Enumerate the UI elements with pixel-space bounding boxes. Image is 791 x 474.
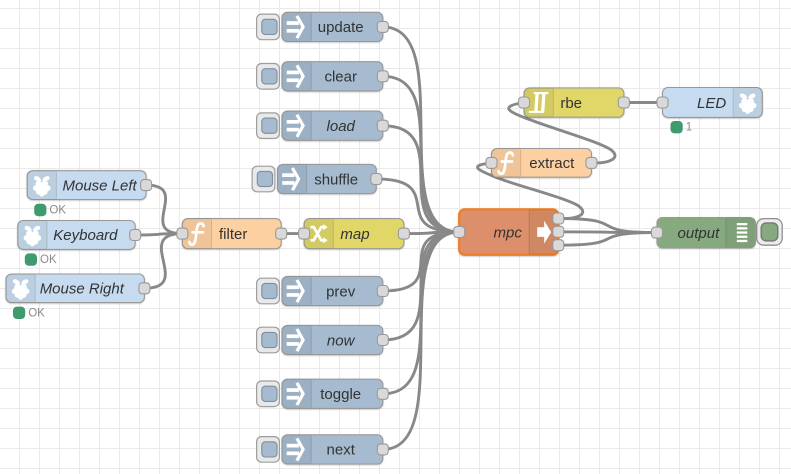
svg-text:Mouse Right: Mouse Right [40, 281, 125, 298]
svg-text:next: next [327, 442, 356, 459]
svg-text:Keyboard: Keyboard [53, 227, 118, 244]
svg-text:prev: prev [326, 283, 356, 300]
svg-text:filter: filter [219, 226, 247, 243]
svg-text:Mouse Left: Mouse Left [62, 177, 137, 194]
svg-text:LED: LED [697, 95, 726, 112]
svg-text:rbe: rbe [560, 95, 582, 112]
svg-text:extract: extract [529, 155, 575, 172]
svg-text:update: update [318, 19, 364, 36]
svg-text:load: load [327, 118, 356, 135]
svg-text:1: 1 [686, 122, 692, 134]
svg-text:OK: OK [40, 254, 57, 266]
svg-text:now: now [327, 332, 356, 349]
svg-text:map: map [340, 226, 369, 243]
svg-text:shuffle: shuffle [314, 171, 358, 188]
svg-text:toggle: toggle [320, 386, 361, 403]
svg-text:clear: clear [324, 69, 357, 86]
svg-text:mpc: mpc [494, 224, 523, 241]
svg-text:output: output [678, 225, 721, 242]
svg-text:OK: OK [49, 205, 66, 217]
svg-text:OK: OK [28, 307, 45, 319]
